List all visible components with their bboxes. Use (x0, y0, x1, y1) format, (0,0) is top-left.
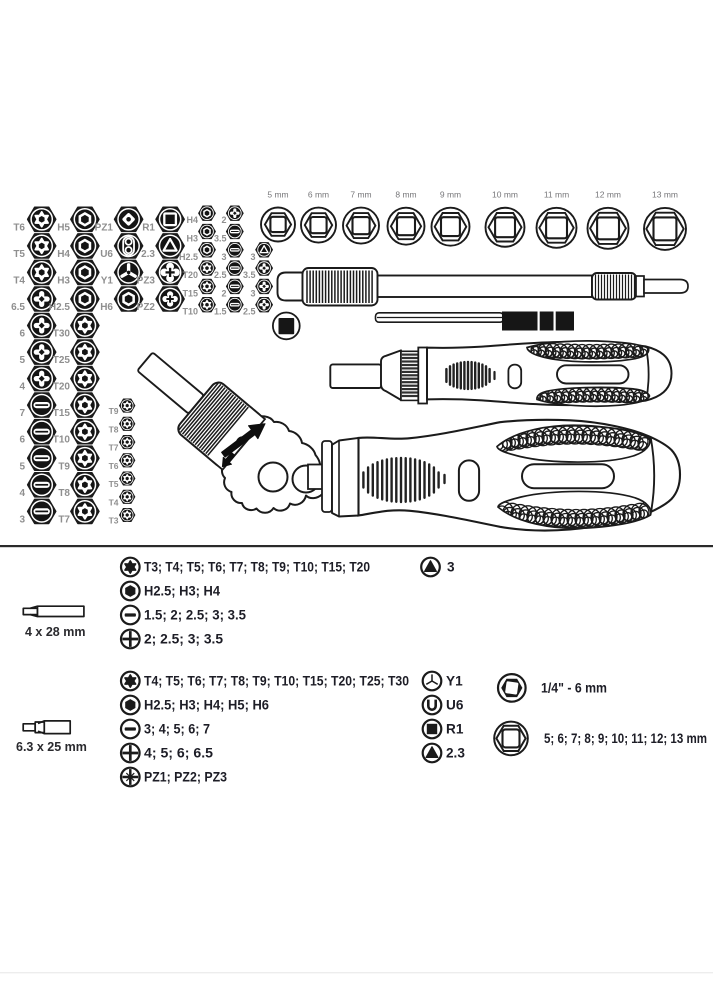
svg-text:H3: H3 (186, 234, 198, 244)
svg-text:T7: T7 (109, 443, 119, 453)
svg-text:2: 2 (221, 288, 226, 298)
svg-text:5: 5 (19, 461, 25, 472)
svg-text:5: 5 (19, 355, 25, 366)
svg-text:H3: H3 (57, 275, 70, 286)
svg-text:T6: T6 (109, 461, 119, 471)
svg-text:T10: T10 (182, 307, 198, 317)
svg-text:2.3: 2.3 (141, 249, 155, 260)
svg-text:6.3 x 25 mm: 6.3 x 25 mm (16, 740, 87, 754)
svg-text:3.5: 3.5 (243, 270, 256, 280)
svg-text:T8: T8 (109, 424, 119, 434)
svg-text:T10: T10 (53, 435, 71, 446)
svg-text:5; 6; 7; 8; 9; 10; 11; 12; 13: 5; 6; 7; 8; 9; 10; 11; 12; 13 mm (544, 731, 707, 746)
svg-text:H4: H4 (186, 215, 198, 225)
svg-text:T5: T5 (109, 479, 119, 489)
svg-text:R1: R1 (142, 222, 155, 233)
svg-text:13 mm: 13 mm (652, 190, 678, 200)
svg-text:T9: T9 (58, 461, 70, 472)
svg-text:3: 3 (447, 559, 455, 574)
svg-text:T20: T20 (53, 382, 71, 393)
svg-text:3.5: 3.5 (214, 234, 227, 244)
svg-text:Y1: Y1 (446, 673, 463, 688)
svg-text:H6: H6 (100, 302, 113, 313)
svg-text:T9: T9 (109, 406, 119, 416)
svg-text:T20: T20 (182, 270, 198, 280)
svg-text:T4: T4 (13, 275, 25, 286)
svg-text:4: 4 (19, 382, 25, 393)
svg-text:T5: T5 (13, 249, 25, 260)
svg-text:3: 3 (250, 252, 255, 262)
svg-text:T25: T25 (53, 355, 71, 366)
svg-text:T4; T5; T6; T7; T8; T9; T10; T: T4; T5; T6; T7; T8; T9; T10; T15; T20; T… (144, 673, 409, 688)
svg-text:5 mm: 5 mm (267, 190, 288, 200)
svg-text:H2.5; H3; H4: H2.5; H3; H4 (144, 583, 220, 598)
svg-text:T15: T15 (53, 408, 71, 419)
svg-text:2.5: 2.5 (243, 307, 256, 317)
svg-text:H5: H5 (57, 222, 70, 233)
svg-text:T15: T15 (182, 288, 198, 298)
svg-text:T30: T30 (53, 329, 71, 340)
svg-text:10 mm: 10 mm (492, 190, 518, 200)
svg-text:1.5; 2; 2.5; 3; 3.5: 1.5; 2; 2.5; 3; 3.5 (144, 607, 246, 622)
svg-text:7: 7 (19, 408, 25, 419)
svg-text:7 mm: 7 mm (350, 190, 371, 200)
svg-text:T3: T3 (109, 515, 119, 525)
svg-text:3: 3 (221, 252, 226, 262)
svg-text:4; 5; 6; 6.5: 4; 5; 6; 6.5 (144, 745, 213, 760)
svg-text:2.5: 2.5 (214, 270, 227, 280)
svg-text:3: 3 (19, 514, 25, 525)
svg-text:1/4" - 6 mm: 1/4" - 6 mm (541, 680, 607, 695)
svg-text:8 mm: 8 mm (395, 190, 416, 200)
svg-text:2: 2 (221, 215, 226, 225)
svg-text:9 mm: 9 mm (440, 190, 461, 200)
svg-text:12 mm: 12 mm (595, 190, 621, 200)
svg-text:PZ2: PZ2 (137, 302, 156, 313)
svg-text:6 mm: 6 mm (308, 190, 329, 200)
svg-text:T4: T4 (109, 497, 119, 507)
svg-text:4 x 28 mm: 4 x 28 mm (25, 625, 85, 639)
svg-text:PZ1; PZ2; PZ3: PZ1; PZ2; PZ3 (144, 769, 227, 784)
svg-text:6: 6 (19, 435, 25, 446)
svg-text:2; 2.5; 3; 3.5: 2; 2.5; 3; 3.5 (144, 631, 223, 646)
svg-text:4: 4 (19, 488, 25, 499)
svg-text:H2.5; H3; H4; H5; H6: H2.5; H3; H4; H5; H6 (144, 697, 269, 712)
svg-text:6.5: 6.5 (11, 302, 25, 313)
svg-text:T7: T7 (58, 514, 70, 525)
svg-text:T3; T4; T5; T6; T7; T8; T9; T1: T3; T4; T5; T6; T7; T8; T9; T10; T15; T2… (144, 559, 370, 574)
svg-text:U6: U6 (100, 249, 113, 260)
svg-text:11 mm: 11 mm (544, 190, 569, 200)
svg-text:PZ3: PZ3 (137, 275, 156, 286)
svg-text:3; 4; 5; 6; 7: 3; 4; 5; 6; 7 (144, 721, 210, 736)
svg-text:U6: U6 (446, 697, 464, 712)
svg-text:R1: R1 (446, 721, 464, 736)
svg-text:H2.5: H2.5 (49, 302, 71, 313)
svg-text:T8: T8 (58, 488, 70, 499)
svg-text:H2.5: H2.5 (179, 252, 198, 262)
svg-text:Y1: Y1 (101, 275, 114, 286)
svg-text:T6: T6 (13, 222, 25, 233)
svg-text:2.3: 2.3 (446, 745, 465, 760)
svg-text:3: 3 (250, 288, 255, 298)
svg-text:1.5: 1.5 (214, 307, 227, 317)
svg-text:H4: H4 (57, 249, 70, 260)
svg-text:PZ1: PZ1 (95, 222, 114, 233)
svg-text:6: 6 (19, 329, 25, 340)
